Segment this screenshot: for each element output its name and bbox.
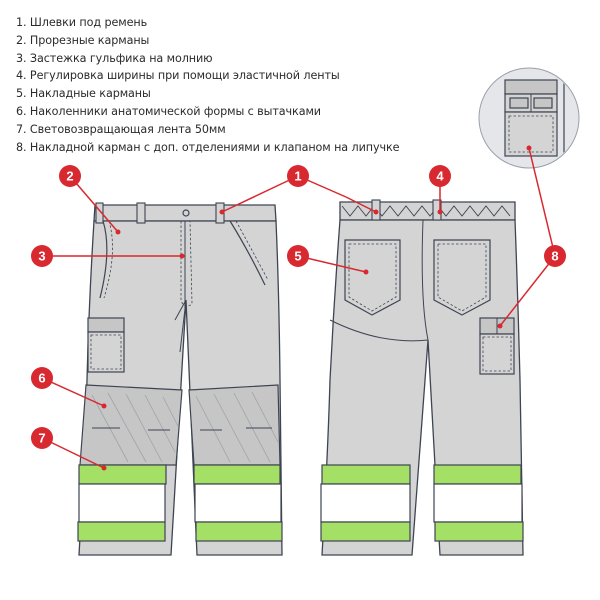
leader-7 bbox=[41, 437, 105, 469]
legend-item-8: 8. Накладной карман с доп. отделениями и… bbox=[16, 140, 400, 154]
leader-8-pocket bbox=[499, 255, 556, 327]
front-waist-button bbox=[182, 209, 190, 217]
leader-6 bbox=[41, 377, 105, 407]
front-reflective-band-lower-left bbox=[77, 521, 166, 542]
front-slash-pocket-right bbox=[229, 220, 266, 286]
back-reflective-band-lower-right bbox=[434, 521, 524, 542]
callout-label-6: 6 bbox=[38, 371, 45, 386]
back-elastic-band bbox=[341, 205, 511, 217]
back-patch-pocket-right bbox=[433, 239, 491, 316]
callout-badge-3: 3 bbox=[31, 245, 53, 267]
back-white-band-left bbox=[320, 483, 411, 523]
legend-item-2: 2. Прорезные карманы bbox=[16, 33, 150, 47]
callout-anchor-dots bbox=[101, 145, 532, 471]
back-patch-pocket-left bbox=[344, 239, 401, 316]
callout-label-8: 8 bbox=[551, 249, 558, 264]
front-reflective-band-upper-left bbox=[78, 464, 167, 485]
front-slash-pocket-left bbox=[99, 220, 108, 299]
back-cargo-pocket bbox=[479, 333, 515, 375]
callout-label-3: 3 bbox=[38, 249, 45, 264]
cargo-pocket-zoom bbox=[478, 67, 580, 169]
front-waistband bbox=[93, 204, 277, 222]
callout-label-4: 4 bbox=[436, 169, 444, 184]
legend-item-1: 1. Шлевки под ремень bbox=[16, 16, 148, 29]
callout-badge-4: 4 bbox=[429, 165, 451, 187]
callout-label-2: 2 bbox=[66, 169, 73, 184]
back-white-band-right bbox=[433, 483, 523, 523]
legend-item-5: 5. Накладные карманы bbox=[16, 87, 151, 101]
callout-badge-1: 1 bbox=[287, 165, 309, 187]
front-white-band-right bbox=[194, 483, 282, 523]
front-trousers bbox=[77, 202, 283, 556]
callout-label-7: 7 bbox=[38, 431, 45, 446]
back-reflective-band-upper-left bbox=[321, 464, 411, 485]
back-trousers bbox=[320, 199, 524, 556]
legend-item-4: 4. Регулировка ширины при помощи эластич… bbox=[16, 69, 340, 83]
front-knee-pad-right bbox=[188, 384, 281, 466]
front-reflective-band-upper-right bbox=[193, 464, 281, 485]
leader-1-front bbox=[221, 175, 299, 213]
callout-label-1: 1 bbox=[294, 169, 301, 184]
back-waistband bbox=[339, 201, 516, 221]
front-belt-loop-left bbox=[136, 202, 146, 224]
front-belt-loop-side bbox=[95, 202, 104, 224]
callout-badge-2: 2 bbox=[59, 165, 81, 187]
back-reflective-band-upper-right bbox=[433, 464, 522, 485]
legend-item-6: 6. Наколенники анатомической формы с выт… bbox=[16, 104, 321, 118]
front-cargo-flap bbox=[87, 317, 125, 333]
callout-leader-lines bbox=[41, 147, 556, 469]
callout-badge-8: 8 bbox=[544, 245, 566, 267]
leader-5 bbox=[297, 255, 367, 273]
front-reflective-band-lower-right bbox=[195, 521, 283, 542]
legend-item-7: 7. Световозвращающая лента 50мм bbox=[16, 122, 226, 136]
front-white-band-left bbox=[78, 483, 166, 523]
legend-item-3: 3. Застежка гульфика на молнию bbox=[16, 51, 213, 65]
leader-8-zoom bbox=[528, 147, 556, 257]
leader-2 bbox=[69, 175, 119, 233]
callout-label-5: 5 bbox=[294, 249, 301, 264]
callout-badge-7: 7 bbox=[31, 427, 53, 449]
feature-legend: 1. Шлевки под ремень 2. Прорезные карман… bbox=[16, 14, 400, 156]
callout-badge-5: 5 bbox=[287, 245, 309, 267]
front-knee-pad-left bbox=[79, 384, 183, 466]
back-reflective-band-lower-left bbox=[320, 521, 411, 542]
leader-1-back-tail bbox=[345, 196, 377, 213]
callout-badge-6: 6 bbox=[31, 367, 53, 389]
front-cargo-pocket bbox=[87, 331, 125, 373]
